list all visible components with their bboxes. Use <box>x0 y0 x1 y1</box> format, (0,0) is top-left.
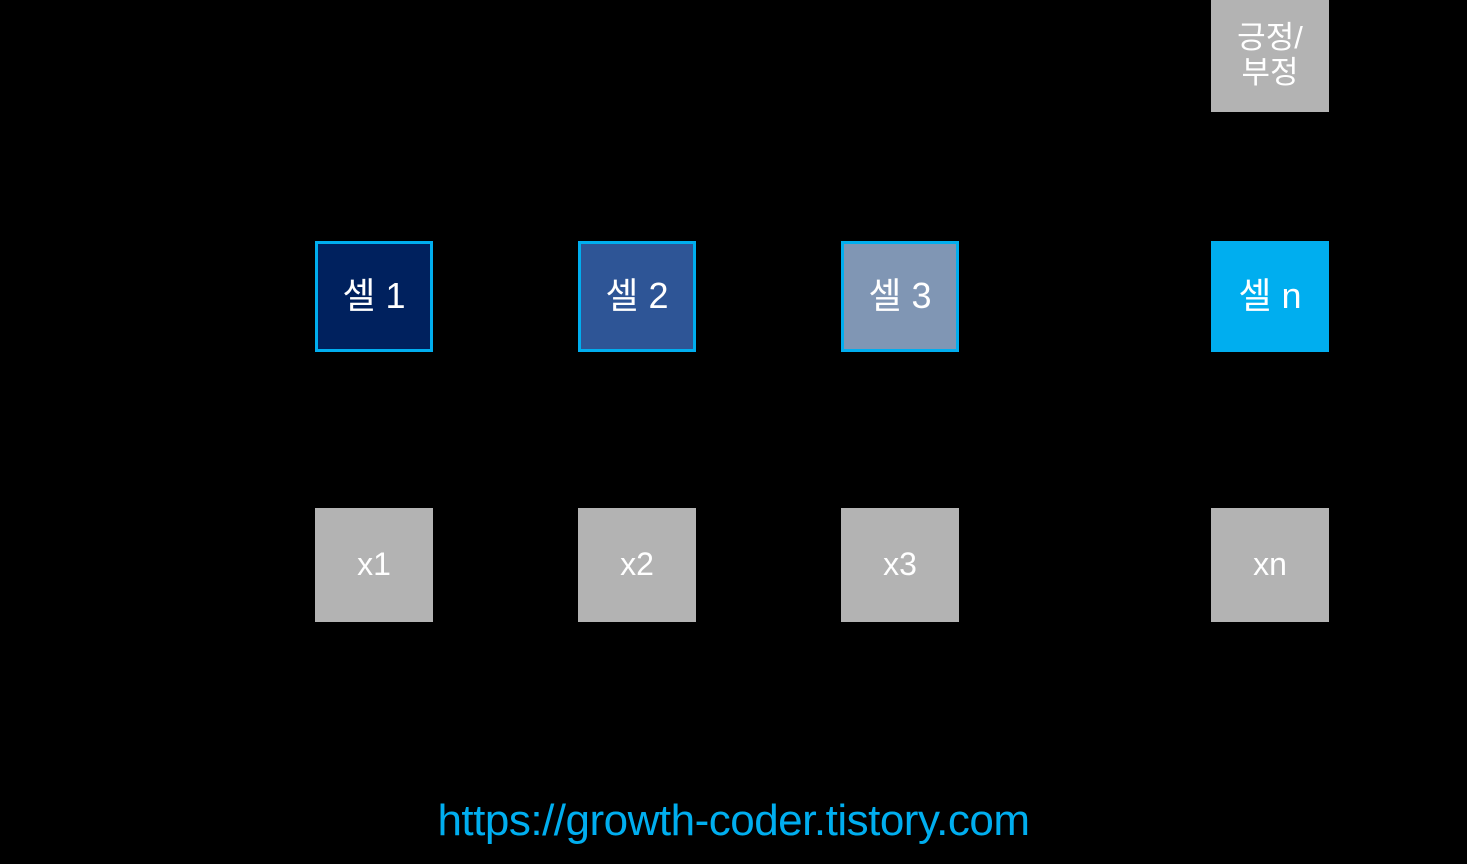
cell-box-2: 셀 2 <box>578 241 696 352</box>
cell-box-n: 셀 n <box>1211 241 1329 352</box>
input-box-xn: xn <box>1211 508 1329 622</box>
input-box-x1: x1 <box>315 508 433 622</box>
cell-box-1: 셀 1 <box>315 241 433 352</box>
input-box-x2: x2 <box>578 508 696 622</box>
cell-box-3: 셀 3 <box>841 241 959 352</box>
watermark-url: https://growth-coder.tistory.com <box>437 796 1030 845</box>
output-label-box: 긍정/ 부정 <box>1211 0 1329 112</box>
input-box-x3: x3 <box>841 508 959 622</box>
